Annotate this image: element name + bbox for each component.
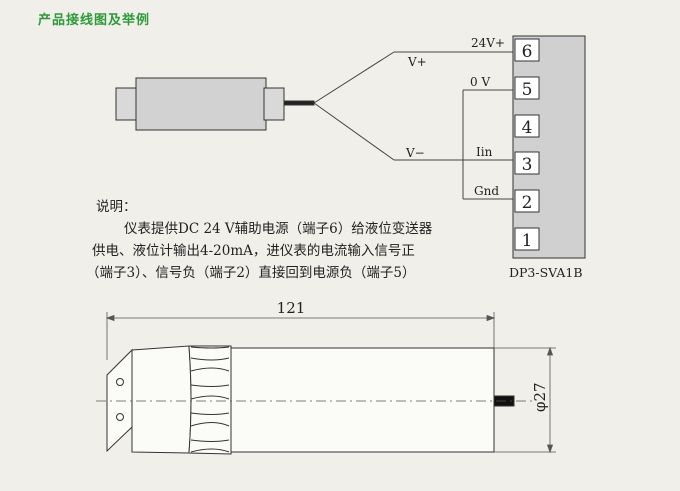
terminal-1: 1 [522,231,533,251]
explanation-note: 说明： 仪表提供DC 24 V辅助电源（端子6）给液位变送器 供电、液位计输出4… [76,196,496,284]
length-value: 121 [277,299,306,317]
terminal-3: 3 [522,155,533,175]
note-line-3: （端子3）、信号负（端子2）直接回到电源负（端子5） [86,265,416,281]
label-iin: Iin [476,145,493,159]
label-0v: 0 V [470,75,490,89]
diameter-dimension [494,346,556,454]
terminal-block [512,35,586,259]
note-line-2: 供电、液位计输出4-20mA，进仪表的电流输入信号正 [92,243,415,259]
note-line-1: 仪表提供DC 24 V辅助电源（端子6）给液位变送器 [124,221,433,237]
label-24v-plus: 24V+ [471,36,505,50]
sensor-outline [106,345,515,455]
terminal-boxes [514,38,540,251]
terminal-5: 5 [522,80,533,100]
page-heading: 产品接线图及举例 [38,13,151,28]
sensor-cable [313,51,513,161]
sensor-body [115,77,315,131]
label-gnd: Gnd [474,184,499,198]
diameter-value: φ27 [531,382,549,412]
label-v-minus: V− [405,146,425,160]
ground-bridge [462,89,513,200]
note-title: 说明： [96,199,137,215]
terminal-6: 6 [522,42,533,62]
length-dimension [105,312,496,360]
label-v-plus: V+ [407,55,427,69]
terminal-2: 2 [522,193,533,213]
terminal-4: 4 [522,118,533,138]
model-label: DP3-SVA1B [509,265,583,280]
